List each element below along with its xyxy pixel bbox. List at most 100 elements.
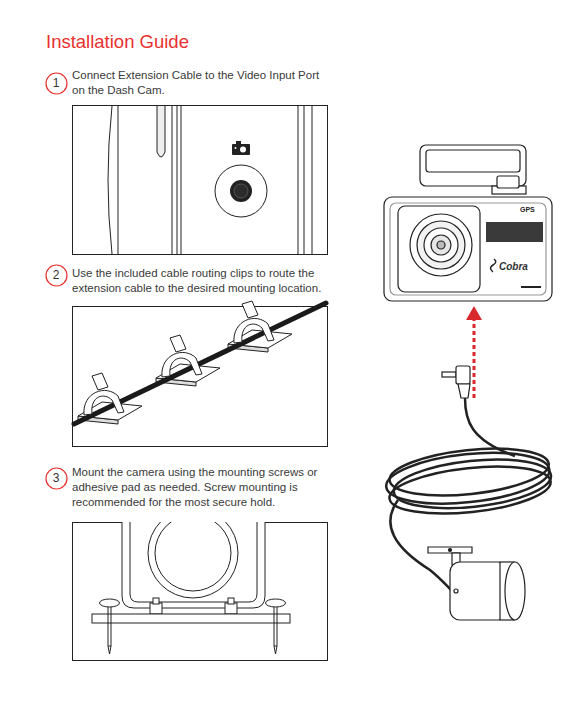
body-edge [298,106,299,254]
coil-loop [387,442,551,502]
body-edge [312,106,313,254]
screw-tip [274,646,277,654]
port-socket [234,184,248,198]
mount-foot [228,598,234,604]
page-title: Installation Guide [46,31,189,53]
screw-head [266,599,286,607]
cable [390,500,451,590]
mounting-bar [92,614,290,623]
lens [410,214,472,276]
rear-camera-body [450,562,508,620]
circle-outline [46,265,67,286]
mount-pad [426,150,520,172]
video-input-port [215,165,267,217]
illustration-frame [73,307,328,447]
gps-marking: GPS [520,205,550,214]
mount-foot [150,603,162,614]
cable-coil [383,442,554,521]
camera-body [384,197,552,301]
screw-shaft [277,606,278,646]
circle-outline [46,73,67,94]
plug-strain-relief [458,384,470,398]
step-number: 1 [46,73,67,94]
front-panel [398,206,480,292]
step3-illustration [73,508,328,661]
body-edge [118,106,119,254]
clip-plates [78,330,292,424]
insertion-arrow [473,320,476,398]
step-number-circle: 2 [46,265,67,286]
circle-outline [46,468,67,489]
step-instruction: Use the included cable routing clips to … [72,266,334,296]
strap-tab [242,301,258,318]
strap [234,318,274,343]
screw-shaft [111,606,112,646]
brand-label: Cobra [499,261,549,273]
camera-port-icon [232,141,250,155]
lens [417,221,465,269]
screw-tip [108,646,111,654]
lens [431,235,451,255]
coil-loop [387,460,553,521]
body-edge [172,106,173,254]
step2-illustration [73,301,328,447]
icon-part [232,144,250,155]
clip-strap [234,301,274,343]
body-bezel [390,203,546,295]
icon-part [235,147,237,149]
plug-pin [442,372,456,377]
dash-cam [384,145,552,301]
lens-housing [155,522,231,591]
bracket-hole [449,549,452,552]
camera-side-view [108,106,312,254]
mount-foot [153,598,159,604]
body-edge [304,106,305,254]
body-edge [177,106,178,254]
plug-body [456,366,470,384]
step-number-circle: 3 [46,468,67,489]
mount-hardware [92,598,290,654]
sensor-band [486,222,543,242]
extension-cable-assembly [383,366,554,620]
illustration-frame [73,106,328,255]
clip-straps [84,301,274,415]
rear-camera-screw [454,589,458,593]
clip-strap [162,335,202,377]
port-socket [230,180,252,202]
step-number: 2 [46,265,67,286]
rear-camera-bottom [122,522,265,608]
step1-illustration [73,106,328,255]
step-number-circle: 1 [46,73,67,94]
mount-hook [157,106,165,157]
strap [84,390,124,415]
lens [424,228,458,262]
clip-strap [84,373,124,415]
lens-housing [148,522,238,598]
step-number: 3 [46,468,67,489]
speaker-slot [521,286,541,288]
coil-loop [391,453,553,515]
strap-tab [92,373,108,390]
rear-camera-lens [505,562,525,620]
mount-hinge [497,176,519,188]
screw-shaft [108,606,109,646]
icon-part [236,141,241,144]
camera-bracket [428,547,472,553]
screw-shaft [274,606,275,646]
step-instruction: Connect Extension Cable to the Video Inp… [72,68,334,98]
extension-cable [74,303,326,424]
lens [437,241,445,249]
brand-logo-mark [491,259,496,272]
screw-head [100,599,120,607]
body-edge [108,106,112,254]
strap-tab [170,335,186,352]
mount-foot [225,603,237,614]
step-instruction: Mount the camera using the mounting scre… [72,465,334,510]
icon-part [240,147,246,153]
strap [162,352,202,377]
cable [465,398,515,456]
body-edge [181,106,182,254]
arrow-head [466,306,482,320]
